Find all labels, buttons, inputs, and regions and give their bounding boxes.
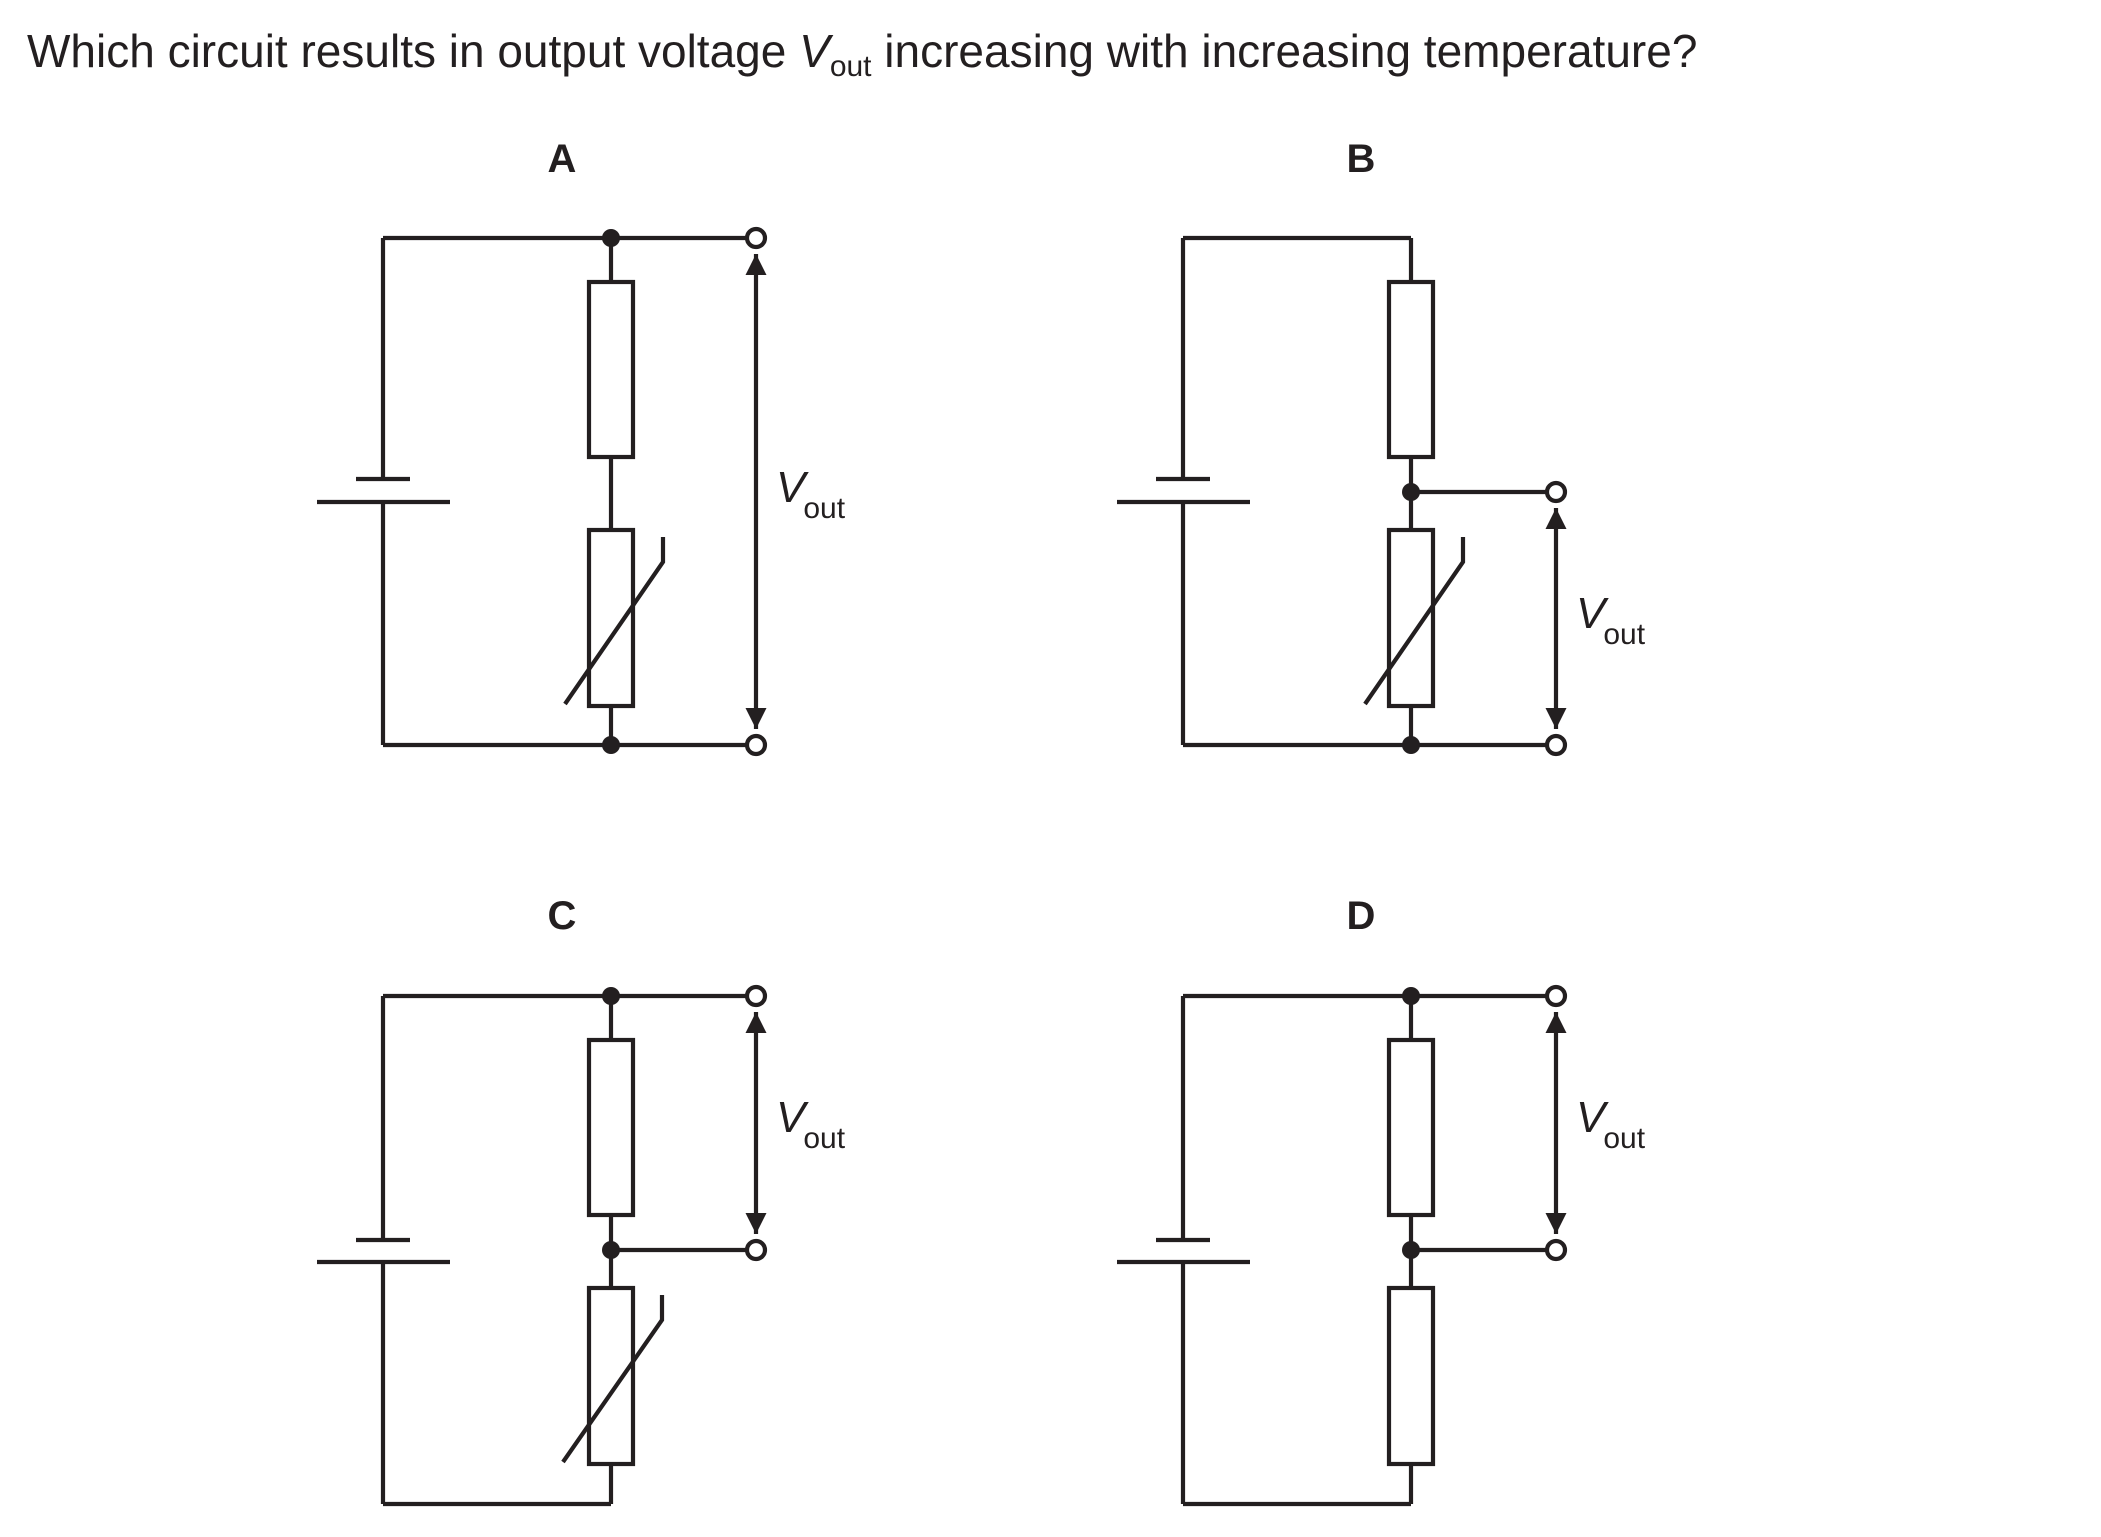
circuit-a-thermistor — [563, 527, 666, 709]
circuit-a-vout-label: Vout — [776, 463, 846, 525]
circuit-d-output-terminal-bottom — [1544, 1238, 1568, 1262]
circuit-d-label: D — [1347, 894, 1376, 938]
circuit-d-junction-middle — [1402, 1241, 1420, 1259]
circuit-a-output-terminal-bottom — [744, 733, 768, 757]
circuit-b-label: B — [1347, 137, 1376, 181]
circuit-a-junction-bottom — [602, 736, 620, 754]
question-vout-symbol: V — [799, 25, 830, 77]
circuit-d-wires — [1183, 993, 1556, 1507]
circuit-b-vout-label: Vout — [1576, 589, 1646, 651]
circuit-b-junction-middle — [1402, 483, 1420, 501]
circuit-c-output-terminal-top — [744, 984, 768, 1008]
circuit-c-thermistor — [561, 1285, 665, 1467]
circuit-a-output-terminal-top — [744, 226, 768, 250]
circuit-a-label: A — [548, 137, 577, 181]
circuit-a-junction-top — [602, 229, 620, 247]
question-before: Which circuit results in output voltage — [27, 25, 800, 77]
circuit-b-output-terminal-bottom — [1544, 733, 1568, 757]
question-text: Which circuit results in output voltage … — [27, 22, 1698, 83]
circuit-a: A Vout — [317, 137, 846, 757]
circuit-a-wires — [383, 235, 756, 748]
circuit-b-junction-bottom — [1402, 736, 1420, 754]
circuit-c-vout-label: Vout — [776, 1093, 846, 1155]
circuit-d: D Vout — [1117, 894, 1646, 1507]
circuit-c-junction-middle — [602, 1241, 620, 1259]
circuit-c-output-terminal-bottom — [744, 1238, 768, 1262]
circuit-d-lower-resistor — [1386, 1285, 1436, 1467]
circuit-b-thermistor — [1363, 527, 1466, 709]
circuit-b: B Vout — [1117, 137, 1646, 757]
circuit-c-wires — [383, 993, 756, 1507]
circuit-b-cell — [1117, 238, 1250, 745]
circuit-d-cell — [1117, 996, 1250, 1504]
circuit-c-fixed-resistor — [586, 1037, 636, 1218]
circuit-b-output-terminal-top — [1544, 480, 1568, 504]
circuit-c: C Vout — [317, 894, 846, 1507]
question-after: increasing with increasing temperature? — [871, 25, 1698, 77]
circuit-b-fixed-resistor — [1386, 279, 1436, 460]
circuit-a-cell — [317, 238, 450, 745]
circuit-d-vout-label: Vout — [1576, 1093, 1646, 1155]
circuit-d-upper-resistor — [1386, 1037, 1436, 1218]
circuit-c-cell — [317, 996, 450, 1504]
circuit-d-output-terminal-top — [1544, 984, 1568, 1008]
circuit-b-wires — [1183, 235, 1556, 748]
circuit-a-fixed-resistor — [586, 279, 636, 460]
circuit-c-label: C — [548, 894, 577, 938]
question-vout-subscript: out — [829, 50, 872, 83]
circuit-c-junction-top — [602, 987, 620, 1005]
circuit-d-junction-top — [1402, 987, 1420, 1005]
